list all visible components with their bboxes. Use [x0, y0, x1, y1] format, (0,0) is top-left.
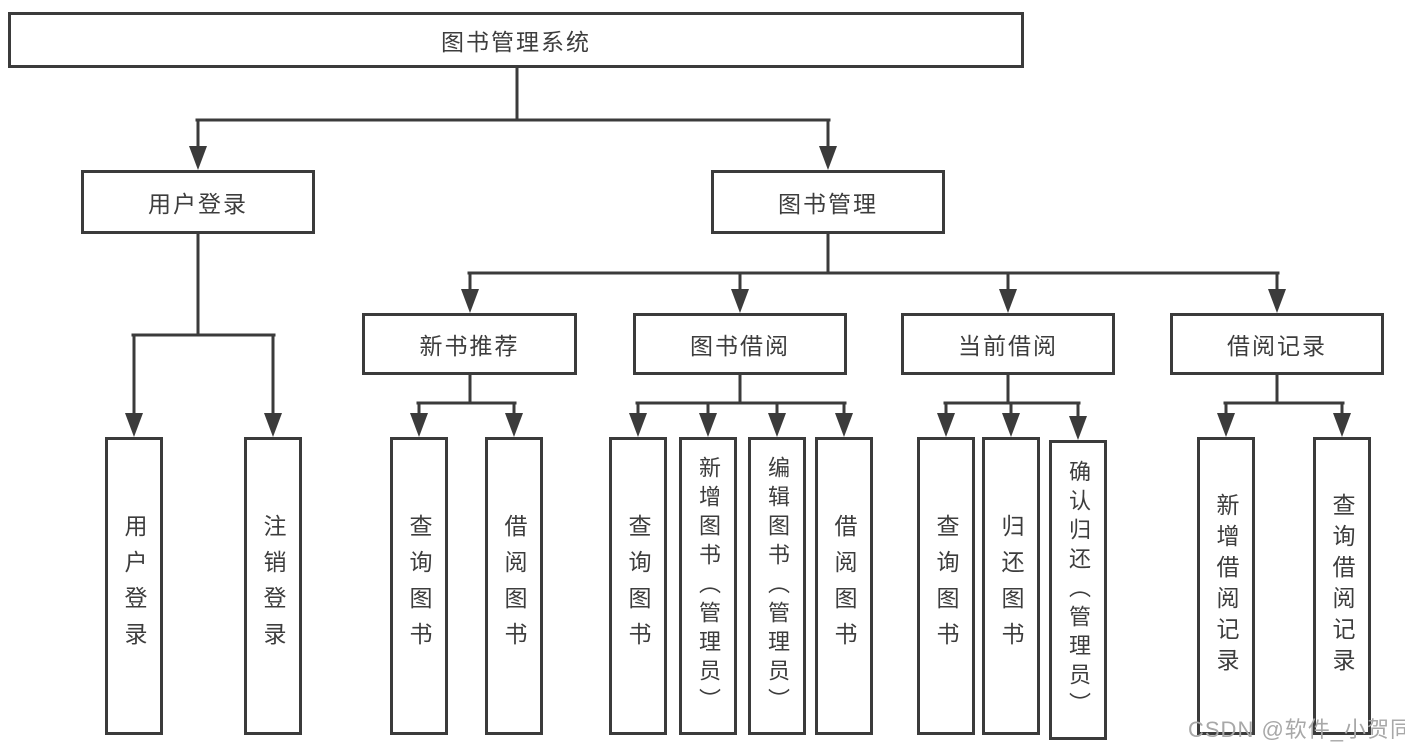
node-borrow-records: 借阅记录 [1170, 313, 1384, 375]
node-current-borrow-label: 当前借阅 [958, 333, 1058, 359]
leaf-confirm-return-admin: 确认归还（管理员） [1049, 440, 1107, 740]
node-book-management-branch: 图书管理 [711, 170, 945, 234]
node-book-borrow-label: 图书借阅 [690, 333, 790, 359]
node-current-borrow: 当前借阅 [901, 313, 1115, 375]
node-root-label: 图书管理系统 [441, 29, 591, 55]
node-user-login-branch: 用户登录 [81, 170, 315, 234]
node-borrow-records-label: 借阅记录 [1227, 333, 1327, 359]
csdn-watermark: CSDN @软件_小贺同学 [1188, 717, 1405, 742]
leaf-return-book: 归还图书 [982, 437, 1040, 735]
node-book-borrow: 图书借阅 [633, 313, 847, 375]
leaf-query-books-current: 查询图书 [917, 437, 975, 735]
leaf-borrow-books-recommend: 借阅图书 [485, 437, 543, 735]
node-book-management-label: 图书管理 [778, 191, 878, 217]
leaf-borrow-books-borrow: 借阅图书 [815, 437, 873, 735]
leaf-user-login: 用户登录 [105, 437, 163, 735]
leaf-edit-book-admin: 编辑图书（管理员） [748, 437, 806, 735]
node-root-system: 图书管理系统 [8, 12, 1024, 68]
leaf-query-books-recommend: 查询图书 [390, 437, 448, 735]
leaf-add-borrow-record: 新增借阅记录 [1197, 437, 1255, 735]
leaf-logout: 注销登录 [244, 437, 302, 735]
node-new-book-recommend-label: 新书推荐 [419, 333, 520, 359]
node-user-login-label: 用户登录 [148, 191, 248, 217]
leaf-query-borrow-record: 查询借阅记录 [1313, 437, 1371, 735]
node-new-book-recommend: 新书推荐 [362, 313, 577, 375]
leaf-query-books-borrow: 查询图书 [609, 437, 667, 735]
leaf-add-book-admin: 新增图书（管理员） [679, 437, 737, 735]
